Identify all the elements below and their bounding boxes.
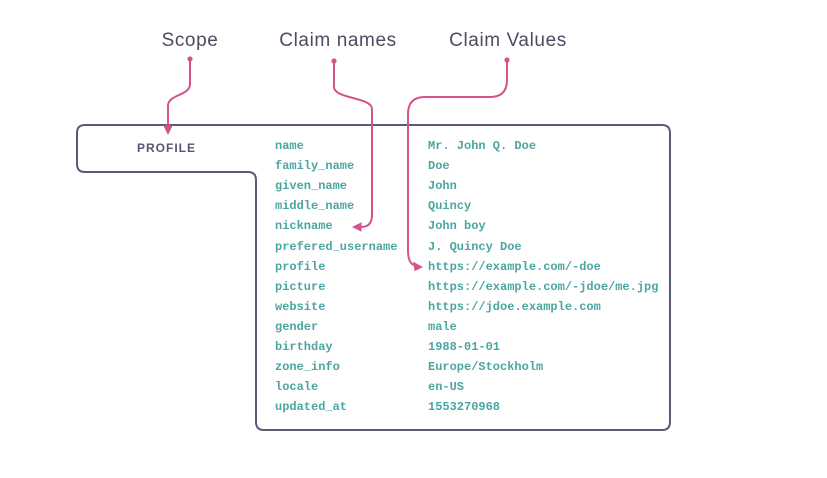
claim-name: locale xyxy=(275,380,319,395)
claim-name: zone_info xyxy=(275,360,340,375)
claim-name: given_name xyxy=(275,179,348,194)
claim-row: updated_at 1553270968 xyxy=(275,397,658,417)
claim-values-annotation-label: Claim Values xyxy=(449,30,567,51)
claim-value: en-US xyxy=(428,380,465,395)
scope-annotation-label: Scope xyxy=(161,30,219,51)
claim-value: https://jdoe.example.com xyxy=(428,299,601,314)
claim-value: Mr. John Q. Doe xyxy=(428,139,537,154)
claim-row: zone_info Europe/Stockholm xyxy=(275,357,658,377)
claim-row: gender male xyxy=(275,317,658,337)
profile-box-outline xyxy=(76,124,671,431)
claim-name: prefered_username xyxy=(275,239,398,254)
claim-value: 1553270968 xyxy=(428,400,501,415)
claim-row: family_name Doe xyxy=(275,156,658,176)
claim-names-arrow-head xyxy=(352,222,362,232)
claim-value: J. Quincy Doe xyxy=(428,239,522,254)
claim-name: picture xyxy=(275,279,326,294)
claim-row: middle_name Quincy xyxy=(275,196,658,216)
claim-names-arrow xyxy=(331,58,373,232)
claim-row: prefered_username J. Quincy Doe xyxy=(275,236,658,256)
claim-value: John xyxy=(428,179,457,194)
claim-row: nickname John boy xyxy=(275,216,658,236)
claim-row: profile https://example.com/-doe xyxy=(275,257,658,277)
claim-row: birthday 1988-01-01 xyxy=(275,337,658,357)
claim-values-arrow xyxy=(407,57,510,272)
claim-name: nickname xyxy=(275,219,333,234)
scope-arrow xyxy=(163,56,193,135)
claim-row: name Mr. John Q. Doe xyxy=(275,136,658,156)
scope-name-label: PROFILE xyxy=(136,141,196,155)
claim-row: given_name John xyxy=(275,176,658,196)
claim-value: Europe/Stockholm xyxy=(428,360,544,375)
claim-value: https://example.com/-doe xyxy=(428,259,601,274)
claim-value: 1988-01-01 xyxy=(428,339,501,354)
claim-names-arrow-line xyxy=(333,60,373,228)
claim-names-annotation-label: Claim names xyxy=(279,30,397,51)
claim-value: Doe xyxy=(428,159,450,174)
claim-name: gender xyxy=(275,319,319,334)
claim-name: name xyxy=(275,139,304,154)
claim-value: John boy xyxy=(428,219,486,234)
claim-value: male xyxy=(428,319,457,334)
claim-values-arrow-head xyxy=(413,261,423,272)
claim-name: middle_name xyxy=(275,199,355,214)
claim-row: website https://jdoe.example.com xyxy=(275,297,658,317)
scope-arrow-line xyxy=(167,58,191,128)
claim-name: website xyxy=(275,299,326,314)
claim-values-arrow-line xyxy=(407,59,508,266)
claim-row: locale en-US xyxy=(275,377,658,397)
claim-name: updated_at xyxy=(275,400,348,415)
claim-name: profile xyxy=(275,259,326,274)
claim-name: family_name xyxy=(275,159,355,174)
claim-row: picture https://example.com/-jdoe/me.jpg xyxy=(275,277,658,297)
scope-arrow-head xyxy=(163,125,173,135)
claim-value: Quincy xyxy=(428,199,472,214)
claim-name: birthday xyxy=(275,339,333,354)
claims-rows: name Mr. John Q. Doe family_name Doe given_n… xyxy=(275,136,658,417)
claim-value: https://example.com/-jdoe/me.jpg xyxy=(428,279,659,294)
